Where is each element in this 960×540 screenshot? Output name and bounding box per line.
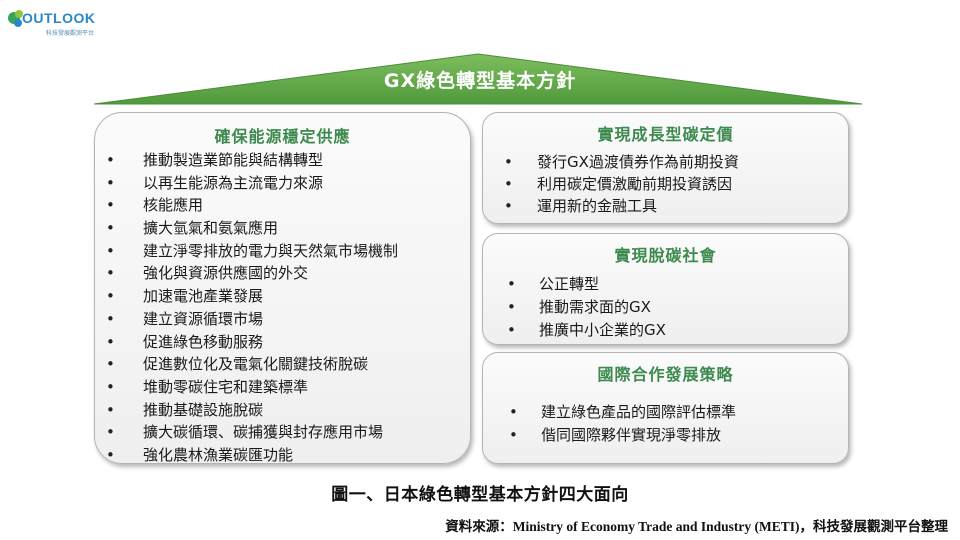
- logo-wordmark: OUTLOOK: [22, 10, 96, 26]
- society-item-list: 公正轉型 推動需求面的GX 推廣中小企業的GX: [507, 273, 666, 342]
- list-item: 促進綠色移動服務: [106, 331, 398, 354]
- figure-caption: 圖一、日本綠色轉型基本方針四大面向: [331, 485, 629, 505]
- panel-international-cooperation: 國際合作發展策略 建立綠色產品的國際評估標準 偕同國際夥伴實現淨零排放: [482, 352, 849, 464]
- list-item: 加速電池產業發展: [106, 285, 398, 308]
- list-item: 擴大氫氣和氨氣應用: [106, 217, 398, 240]
- source-note: 資料來源：Ministry of Economy Trade and Indus…: [445, 519, 948, 534]
- panel-title: 實現脫碳社會: [614, 246, 717, 265]
- list-item: 推動需求面的GX: [507, 296, 666, 319]
- list-item: 強化農林漁業碳匯功能: [106, 444, 398, 467]
- list-item: 公正轉型: [507, 273, 666, 296]
- panel-title: 國際合作發展策略: [597, 365, 734, 384]
- list-item: 以再生能源為主流電力來源: [106, 172, 398, 195]
- carbon-pricing-item-list: 發行GX過渡債券作為前期投資 利用碳定價激勵前期投資誘因 運用新的金融工具: [504, 151, 739, 217]
- outlook-logo: OUTLOOK 科技發展觀測平台: [6, 6, 102, 42]
- list-item: 偕同國際夥伴實現淨零排放: [509, 424, 736, 447]
- list-item: 運用新的金融工具: [504, 195, 739, 217]
- panel-energy-supply: 確保能源穩定供應 推動製造業節能與結構轉型 以再生能源為主流電力來源 核能應用 …: [94, 112, 471, 467]
- list-item: 利用碳定價激勵前期投資誘因: [504, 173, 739, 195]
- panel-decarbonized-society: 實現脫碳社會 公正轉型 推動需求面的GX 推廣中小企業的GX: [482, 233, 849, 345]
- panel-carbon-pricing: 實現成長型碳定價 發行GX過渡債券作為前期投資 利用碳定價激勵前期投資誘因 運用…: [482, 112, 849, 224]
- energy-item-list: 推動製造業節能與結構轉型 以再生能源為主流電力來源 核能應用 擴大氫氣和氨氣應用…: [106, 149, 398, 467]
- leaf-icon: [8, 10, 23, 27]
- logo-subtitle: 科技發展觀測平台: [46, 30, 95, 37]
- list-item: 推動基礎設施脫碳: [106, 399, 398, 422]
- list-item: 建立資源循環市場: [106, 308, 398, 331]
- list-item: 擴大碳循環、碳捕獲與封存應用市場: [106, 421, 398, 444]
- list-item: 堆動零碳住宅和建築標準: [106, 376, 398, 399]
- list-item: 發行GX過渡債券作為前期投資: [504, 151, 739, 173]
- list-item: 推廣中小企業的GX: [507, 319, 666, 342]
- list-item: 促進數位化及電氣化關鍵技術脫碳: [106, 353, 398, 376]
- roof-banner: [93, 53, 863, 105]
- list-item: 建立淨零排放的電力與天然氣市場機制: [106, 240, 398, 263]
- international-item-list: 建立綠色產品的國際評估標準 偕同國際夥伴實現淨零排放: [509, 401, 736, 447]
- panel-title: 實現成長型碳定價: [597, 125, 734, 144]
- roof-title: GX綠色轉型基本方針: [383, 70, 577, 92]
- list-item: 建立綠色產品的國際評估標準: [509, 401, 736, 424]
- list-item: 強化與資源供應國的外交: [106, 262, 398, 285]
- panel-title: 確保能源穩定供應: [214, 127, 351, 146]
- list-item: 推動製造業節能與結構轉型: [106, 149, 398, 172]
- list-item: 核能應用: [106, 194, 398, 217]
